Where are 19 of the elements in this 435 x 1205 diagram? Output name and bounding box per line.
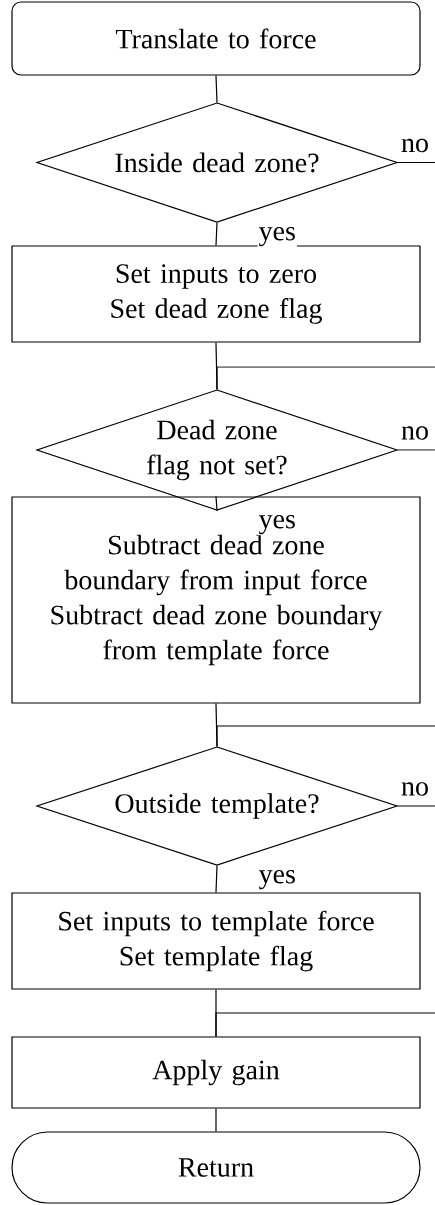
process-box: Set inputs to template force Set template flag — [11, 892, 421, 990]
connector-line — [215, 222, 218, 246]
connector-line — [215, 75, 218, 103]
process-box: Apply gain — [11, 1036, 421, 1109]
edge-label: no — [400, 425, 430, 441]
edge-label: yes — [257, 226, 297, 248]
connector-line — [397, 805, 435, 807]
connector-line — [215, 865, 218, 893]
connector-line — [215, 1012, 435, 1037]
start-box: Translate to force — [11, 1, 421, 76]
edge-label: no — [400, 781, 430, 797]
connector-line — [216, 366, 435, 390]
edge-label: no — [400, 137, 430, 154]
connector-line — [215, 1108, 217, 1132]
connector-line — [216, 725, 435, 747]
connector-line — [397, 449, 435, 451]
connector-line — [215, 495, 218, 512]
connector-line — [397, 161, 435, 164]
edge-label: yes — [257, 869, 297, 891]
